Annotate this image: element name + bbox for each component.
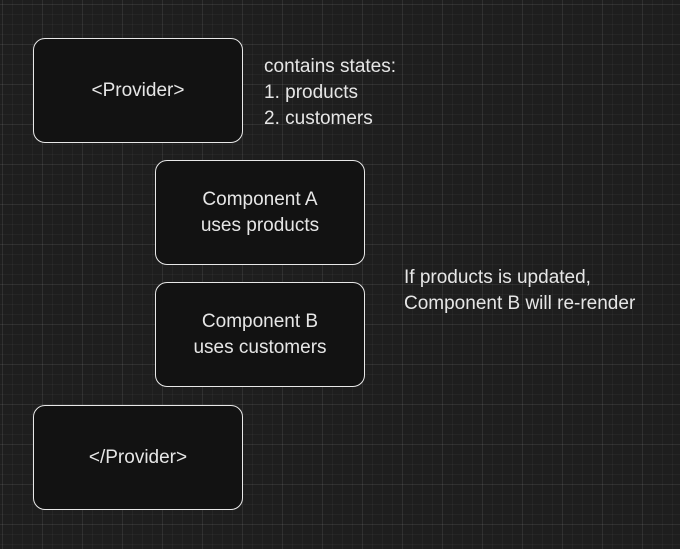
states-note: contains states: 1. products 2. customer…	[264, 54, 396, 132]
component-b-node[interactable]: Component B uses customers	[155, 282, 365, 387]
rerender-note: If products is updated, Component B will…	[404, 265, 635, 317]
states-note-line-2: 1. products	[264, 82, 358, 103]
component-b-subtitle: uses customers	[193, 336, 327, 358]
rerender-note-line-1: If products is updated,	[404, 267, 591, 288]
component-b-title: Component B	[201, 310, 319, 332]
states-note-line-3: 2. customers	[264, 108, 373, 129]
provider-open-label: <Provider>	[91, 79, 185, 101]
component-a-subtitle: uses products	[200, 214, 320, 236]
provider-close-label: </Provider>	[88, 446, 188, 468]
provider-open-node[interactable]: <Provider>	[33, 38, 243, 143]
component-a-title: Component A	[202, 188, 318, 210]
provider-close-node[interactable]: </Provider>	[33, 405, 243, 510]
states-note-line-1: contains states:	[264, 56, 397, 77]
rerender-note-line-2: Component B will re-render	[404, 293, 636, 314]
component-a-node[interactable]: Component A uses products	[155, 160, 365, 265]
